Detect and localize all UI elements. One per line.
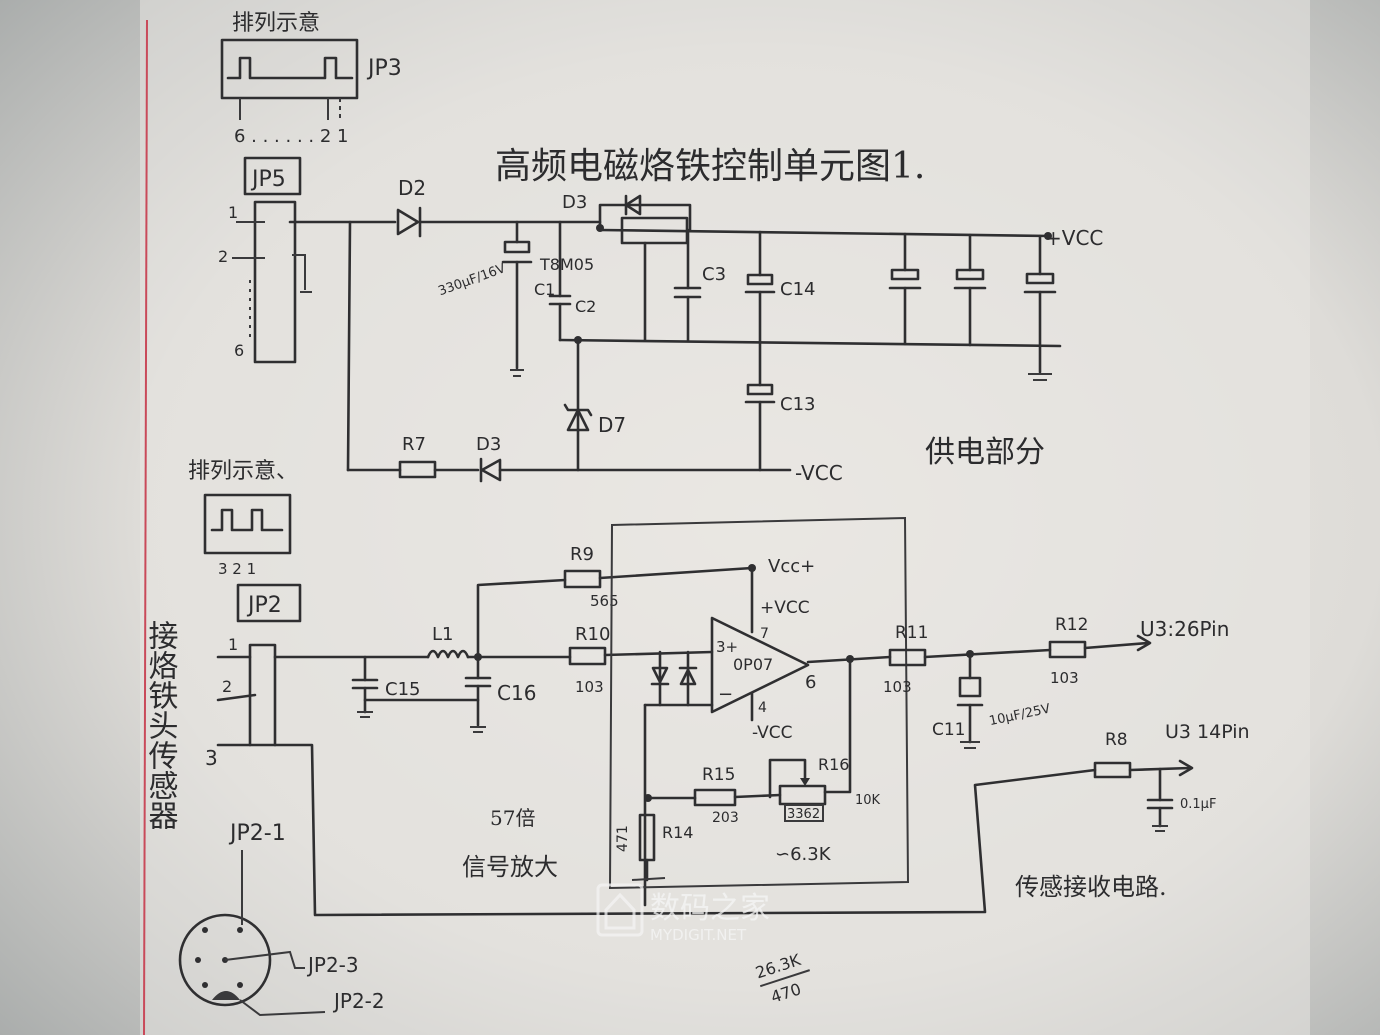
watermark-en: MYDIGIT.NET	[650, 926, 747, 944]
amplifier-label: 信号放大	[462, 853, 558, 881]
u3-14pin-label: U3 14Pin	[1165, 721, 1250, 743]
power-section-label: 供电部分	[925, 435, 1045, 470]
d3-bottom-label: D3	[476, 434, 501, 455]
jp5-pin2: 2	[218, 247, 228, 266]
r15-label: R15	[702, 765, 735, 785]
opamp-label: 0P07	[733, 655, 773, 674]
c14-label: C14	[780, 279, 815, 300]
opamp-pin4: 4	[758, 700, 767, 716]
r12-label: R12	[1055, 615, 1088, 635]
opamp-vcc-pos: +VCC	[760, 598, 810, 618]
paper-sheet	[140, 0, 1310, 1035]
r10-label: R10	[575, 624, 610, 645]
opamp-pin3: 3+	[716, 638, 738, 656]
r14-label: R14	[662, 823, 693, 842]
r9-value: 565	[590, 592, 619, 610]
r12-value: 103	[1050, 669, 1079, 687]
jp3-arrangement: 排列示意 6 . . . . . . 2 1 JP3	[220, 11, 402, 147]
sensor-return-path: R8 U3 14Pin 0.1µF	[273, 721, 1250, 917]
vcc-negative-label: -VCC	[795, 461, 843, 485]
r16-value: 3362	[787, 807, 820, 822]
sensor-vertical-label: 接烙铁头传感器	[143, 620, 179, 830]
amplifier-boundary	[608, 516, 910, 890]
regulator-label: T8M05	[539, 255, 594, 274]
gain-label: 57倍	[490, 806, 535, 830]
r11-value: 103	[883, 678, 912, 696]
r10-value: 103	[575, 678, 604, 696]
sensor-pin3: 3	[205, 746, 218, 770]
margin-line	[143, 19, 148, 1035]
vcc-plus-label: Vcc+	[768, 556, 815, 577]
jp2-3-label: JP2-3	[306, 953, 359, 977]
jp5-connector: JP5 1 2 6	[218, 156, 312, 364]
sensor-pin2: 2	[222, 677, 232, 696]
diagram-title: 高频电磁烙铁控制单元图1.	[495, 146, 925, 187]
approx-label: ∽6.3K	[775, 844, 832, 865]
l1-label: L1	[432, 624, 453, 645]
vcc-positive-label: +VCC	[1045, 226, 1103, 250]
r16-range: 10K	[855, 793, 881, 808]
regulator-t8m05: T8M05	[539, 216, 689, 342]
round-connector: JP2-1 JP2-3 JP2-2	[178, 821, 385, 1017]
c13-label: C13	[780, 394, 815, 415]
r7-label: R7	[402, 434, 426, 455]
d2-label: D2	[398, 176, 426, 200]
c-small-value: 0.1µF	[1180, 797, 1216, 812]
opamp-vcc-neg: -VCC	[752, 723, 793, 743]
jp3-label: JP3	[366, 56, 402, 81]
c1-label: C1	[534, 280, 555, 299]
jp2-pin-labels: 3 2 1	[218, 560, 256, 578]
jp2-2-label: JP2-2	[332, 989, 385, 1013]
opamp-minus: −	[718, 684, 733, 705]
capacitor-c13: C13	[744, 383, 815, 472]
diode-d2: D2	[396, 176, 426, 238]
opamp-op07: 3+ 0P07 − +VCC 7 4 -VCC 6	[710, 566, 892, 743]
feedback-network: R15 203 3362 R16 10K 471 R14 ∽6.3K	[615, 657, 881, 907]
opamp-pin6: 6	[805, 672, 816, 693]
c3-label: C3	[702, 264, 726, 285]
sensor-section-label: 传感接收电路.	[1015, 873, 1167, 901]
c15-label: C15	[385, 679, 420, 700]
r16-label: R16	[818, 755, 849, 774]
diode-d3-top: D3	[562, 192, 692, 232]
jp2-1-label: JP2-1	[228, 821, 286, 846]
jp5-label: JP5	[250, 167, 286, 192]
capacitor-c14: C14	[744, 230, 815, 387]
sensor-pin1: 1	[228, 635, 238, 654]
r14-value: 471	[615, 825, 631, 852]
capacitor-c2: C2	[548, 220, 596, 342]
resistor-r10: R10 103	[568, 624, 714, 696]
jp3-pin-labels: 6 . . . . . . 2 1	[234, 126, 348, 147]
resistor-r7: R7	[398, 434, 437, 479]
r15-value: 203	[712, 810, 739, 826]
clamp-diodes	[643, 650, 714, 707]
d7-label: D7	[598, 413, 626, 437]
jp5-pin1: 1	[228, 203, 238, 222]
zener-d7: D7	[563, 336, 626, 472]
jp3-caption: 排列示意	[232, 11, 320, 36]
watermark-cn: 数码之家	[650, 891, 770, 926]
diode-d3-bottom: D3	[476, 434, 501, 483]
filter-capacitors	[888, 232, 1057, 381]
sensor-connector: 1 2 3	[205, 635, 277, 770]
input-network: L1 C15 C16	[273, 624, 572, 733]
r9-label: R9	[570, 544, 594, 565]
c16-label: C16	[497, 681, 536, 705]
d3-top-label: D3	[562, 192, 587, 213]
c2-label: C2	[575, 297, 596, 316]
jp2-caption: 排列示意、	[188, 459, 298, 484]
r11-label: R11	[895, 623, 928, 643]
jp2-label: JP2	[246, 593, 282, 618]
jp2-arrangement: 排列示意、 3 2 1 JP2	[188, 459, 302, 623]
c11-label: C11	[932, 720, 966, 740]
u3-26pin-label: U3:26Pin	[1140, 617, 1229, 641]
watermark: 数码之家 MYDIGIT.NET	[596, 883, 770, 944]
capacitor-c3: C3	[673, 228, 726, 342]
power-rails	[288, 220, 1062, 472]
opamp-pin7: 7	[760, 626, 769, 642]
jp5-pin6: 6	[234, 341, 244, 360]
r8-label: R8	[1105, 730, 1128, 750]
